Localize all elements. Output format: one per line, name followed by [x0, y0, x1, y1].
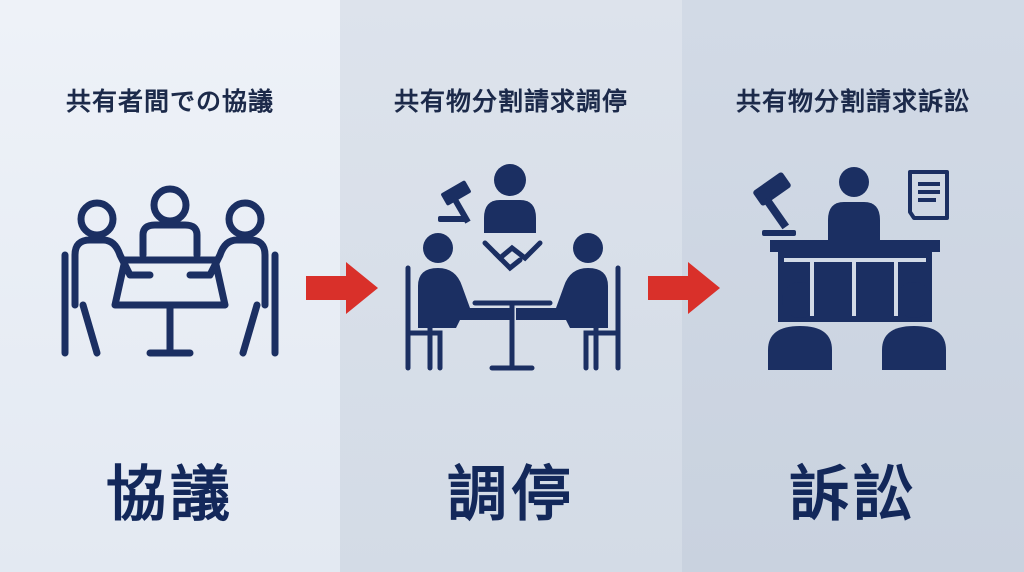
step-title: 共有物分割請求訴訟 — [735, 87, 970, 116]
step-panel-mediation: 共有物分割請求調停 — [340, 0, 682, 572]
step-label: 調停 — [447, 460, 575, 530]
step-panel-litigation: 共有物分割請求訴訟 訴訟 — [682, 0, 1024, 572]
courtroom-gavel-icon — [753, 167, 949, 370]
step-panel-negotiation: 共有者間での協議 協議 — [0, 0, 340, 572]
step-label: 訴訟 — [789, 460, 917, 530]
step-title: 共有物分割請求調停 — [393, 87, 628, 116]
meeting-table-icon — [61, 185, 279, 357]
arrow-right-icon — [306, 262, 378, 314]
mediation-handshake-icon — [405, 164, 621, 371]
arrow-right-icon — [648, 262, 720, 314]
step-title: 共有者間での協議 — [65, 87, 274, 116]
step-label: 協議 — [106, 460, 234, 530]
